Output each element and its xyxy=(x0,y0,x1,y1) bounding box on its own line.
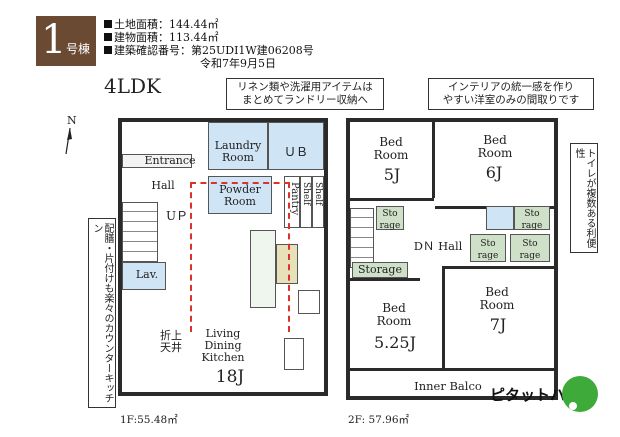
info-permit-date: 令和7年9月5日 xyxy=(200,57,276,70)
staircase-2f xyxy=(350,208,374,268)
bedroom-7-size: 7J xyxy=(489,315,507,334)
badge-unit: 号棟 xyxy=(66,42,91,56)
shelf-label-1: Shelf xyxy=(301,182,311,206)
storage-large-label: Storage xyxy=(358,263,402,276)
laundry-note: リネン類や洗濯用アイテムは まとめてランドリー収納へ xyxy=(226,78,384,110)
hall-label: Hall xyxy=(151,179,175,192)
storage-box xyxy=(298,290,320,314)
bathroom-label: ＵＢ xyxy=(283,145,308,159)
counter-note: 配膳・片付けも楽々のカウンターキッチン xyxy=(88,218,116,408)
toilet-2f xyxy=(486,206,514,230)
pantry-label: Pantry xyxy=(289,182,300,216)
bedroom-525-size: 5.25J xyxy=(373,333,417,352)
floor-2-area: 2F: 57.96㎡ xyxy=(348,414,410,426)
bathroom xyxy=(268,122,324,170)
stairs-up-label: UＰ xyxy=(165,209,189,223)
toilet-note: トイレが複数ある利便性 xyxy=(570,143,598,253)
bedroom-6-size: 6J xyxy=(485,163,503,182)
layout-type: 4LDK xyxy=(104,74,161,98)
shelf-left xyxy=(300,176,312,228)
flow-line xyxy=(190,182,290,332)
laundry-room xyxy=(208,122,268,170)
storage-b xyxy=(514,206,550,230)
fold-ceiling-label: 折上天井 xyxy=(160,329,182,354)
entrance xyxy=(122,154,192,168)
storage-d xyxy=(510,234,550,262)
brand-logo-icon xyxy=(562,376,598,412)
badge-number: 1 xyxy=(41,17,67,63)
storage-c xyxy=(470,234,506,262)
storage-large xyxy=(352,262,408,278)
ldk-size: 18J xyxy=(215,367,245,387)
kitchen-counter xyxy=(250,230,276,308)
dining-table xyxy=(284,338,304,370)
bedroom-5-size: 5J xyxy=(383,165,401,184)
staircase xyxy=(122,202,158,262)
compass-icon: N xyxy=(65,114,77,155)
info-land-area: 土地面積：144.44㎡ xyxy=(104,18,314,31)
interior-note: インテリアの統一感を作り やすい洋室のみの間取りです xyxy=(428,78,594,110)
lavatory xyxy=(122,262,166,290)
building-number-badge: 1 号棟 xyxy=(36,16,96,66)
shelf-right xyxy=(312,176,324,228)
info-building-area: 建物面積：113.44㎡ xyxy=(104,31,314,44)
floor-1-area: 1F:55.48㎡ xyxy=(120,414,178,426)
info-permit-number: 建築確認番号：第25UDI1W建06208号 xyxy=(104,44,314,57)
dn-hall-label: DＮ Hall xyxy=(413,239,463,253)
property-info: 土地面積：144.44㎡ 建物面積：113.44㎡ 建築確認番号：第25UDI1… xyxy=(104,18,314,70)
refrigerator xyxy=(276,244,298,284)
lavatory-label: Lav. xyxy=(135,268,159,281)
shelf-label-2: Shelf xyxy=(313,182,323,206)
storage-a xyxy=(376,206,404,230)
inner-balcony-label: Inner Balco xyxy=(414,379,482,393)
svg-text:N: N xyxy=(67,114,77,127)
entrance-label: Entrance xyxy=(144,154,196,167)
